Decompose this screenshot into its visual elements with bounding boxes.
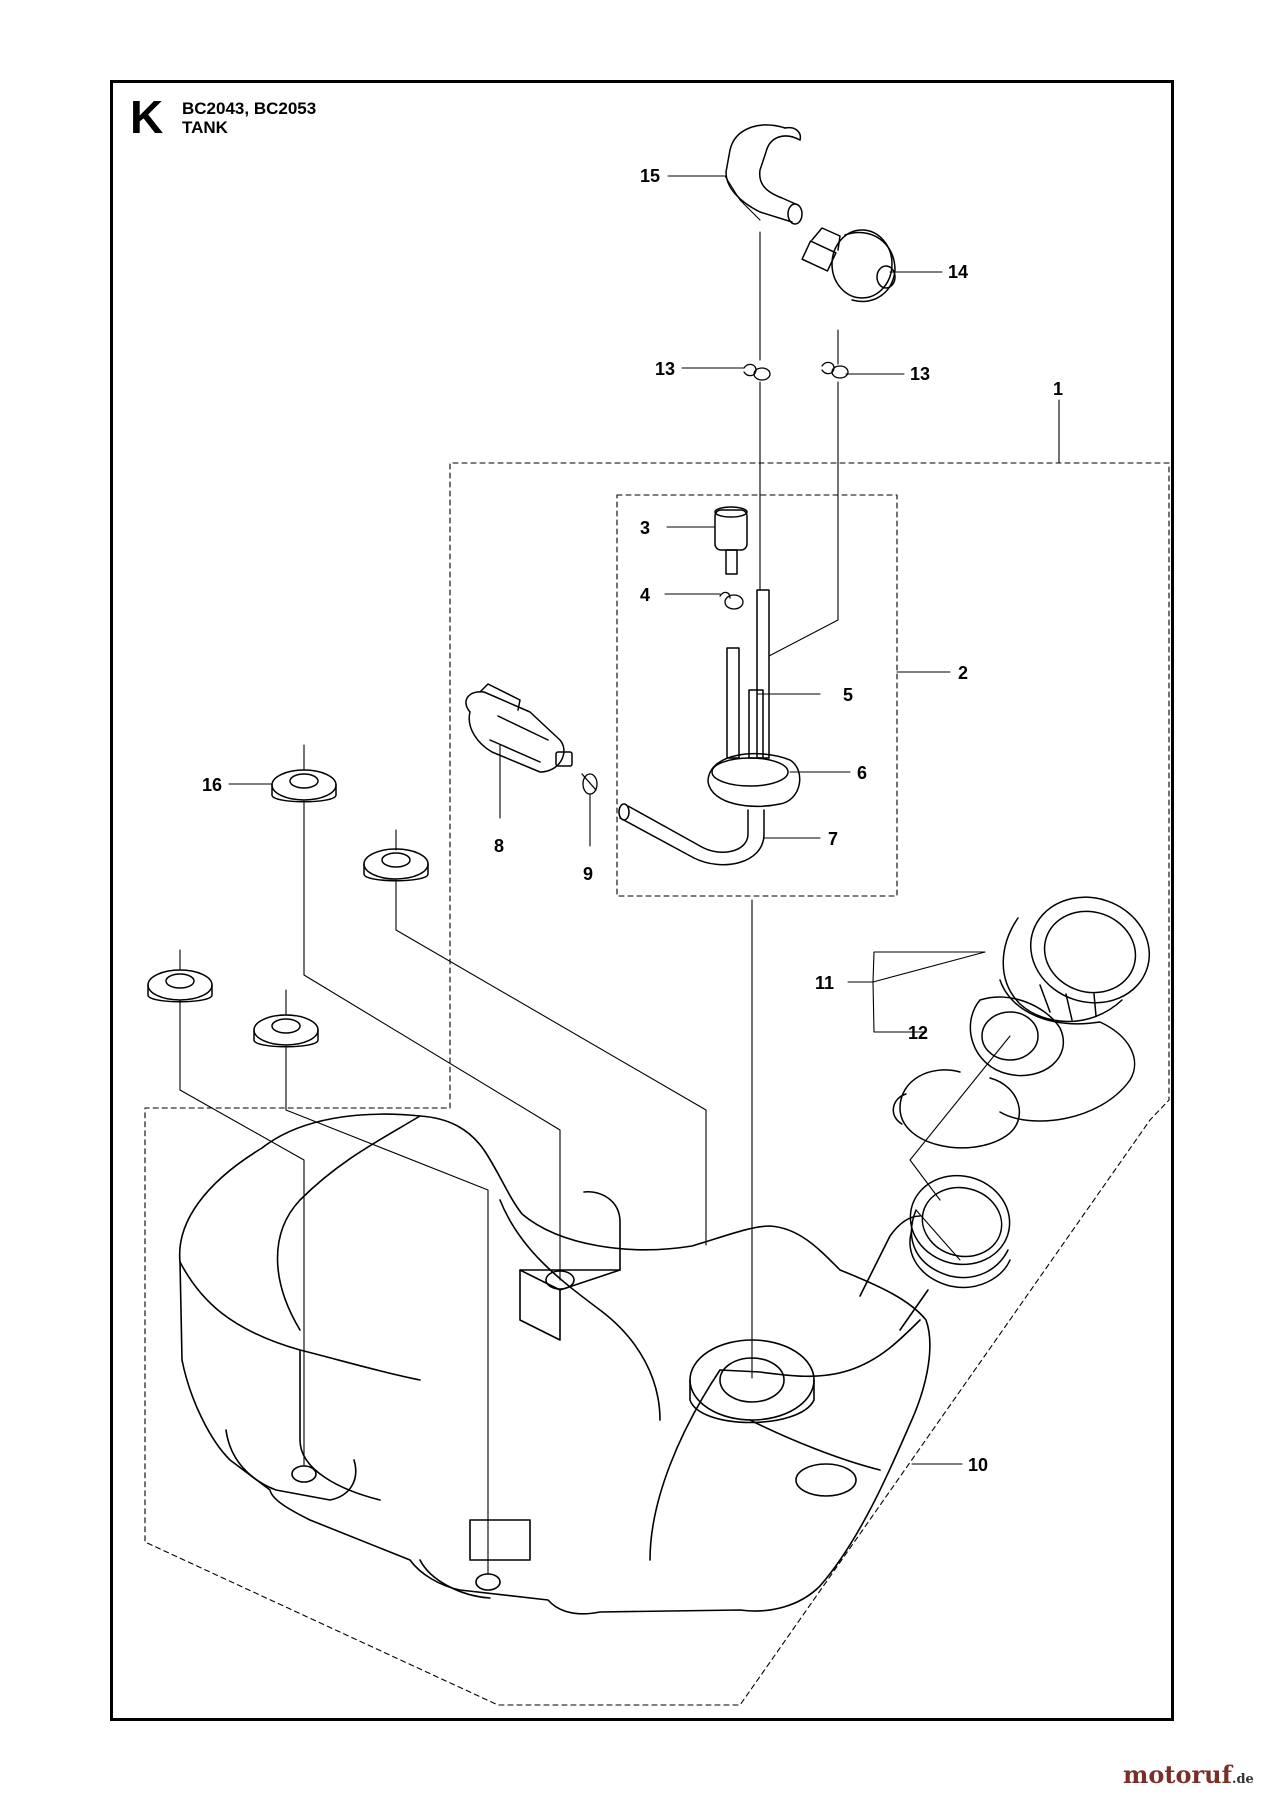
callout-3: 3 (640, 518, 650, 538)
watermark-suffix: .de (1231, 1772, 1254, 1787)
callout-13-right: 13 (910, 364, 930, 384)
callout-13-left: 13 (655, 359, 675, 379)
callout-8: 8 (494, 836, 504, 856)
sheet-title: TANK (182, 118, 228, 137)
part-10-fuel-tank (178, 1113, 931, 1615)
callout-9: 9 (583, 864, 593, 884)
tank-filler-neck (909, 1174, 1011, 1289)
part-7-fuel-hose (618, 803, 765, 866)
part-12-gasket (892, 996, 1065, 1149)
callout-4: 4 (640, 585, 650, 605)
leader-lines (228, 175, 1060, 1465)
callout-12: 12 (908, 1023, 928, 1043)
callout-15: 15 (640, 166, 660, 186)
callout-14: 14 (948, 262, 968, 282)
callout-16: 16 (202, 775, 222, 795)
assembly-boundaries (144, 462, 1170, 1706)
callout-5: 5 (843, 685, 853, 705)
explode-paths (179, 231, 1011, 1575)
sheet-letter: K (130, 91, 164, 143)
part-5-6-grommet-pipes (707, 589, 801, 807)
drawing-frame (110, 80, 1174, 1721)
callout-2: 2 (958, 663, 968, 683)
watermark-brand: motoruf (1123, 1760, 1232, 1789)
callout-10: 10 (968, 1455, 988, 1475)
part-8-fuel-filter (465, 683, 573, 773)
part-14-primer-bulb (801, 227, 896, 303)
part-15-vent-hose (725, 124, 803, 225)
callout-1: 1 (1053, 379, 1063, 399)
callout-labels: 15 14 13 13 1 3 4 2 5 16 6 8 9 7 11 12 1… (202, 166, 1063, 1475)
callout-6: 6 (857, 763, 867, 783)
model-numbers: BC2043, BC2053 (182, 99, 317, 118)
callout-11: 11 (815, 973, 834, 993)
callout-7: 7 (828, 829, 838, 849)
part-11-fuel-cap (999, 896, 1151, 1122)
part-3-vent-valve (714, 506, 748, 575)
part-9-clamp (581, 773, 598, 795)
part-16-washers (147, 769, 429, 1048)
part-4-clamp (719, 591, 744, 610)
watermark-logo: motoruf.de (1123, 1760, 1254, 1789)
part-13-clamps (743, 361, 849, 381)
